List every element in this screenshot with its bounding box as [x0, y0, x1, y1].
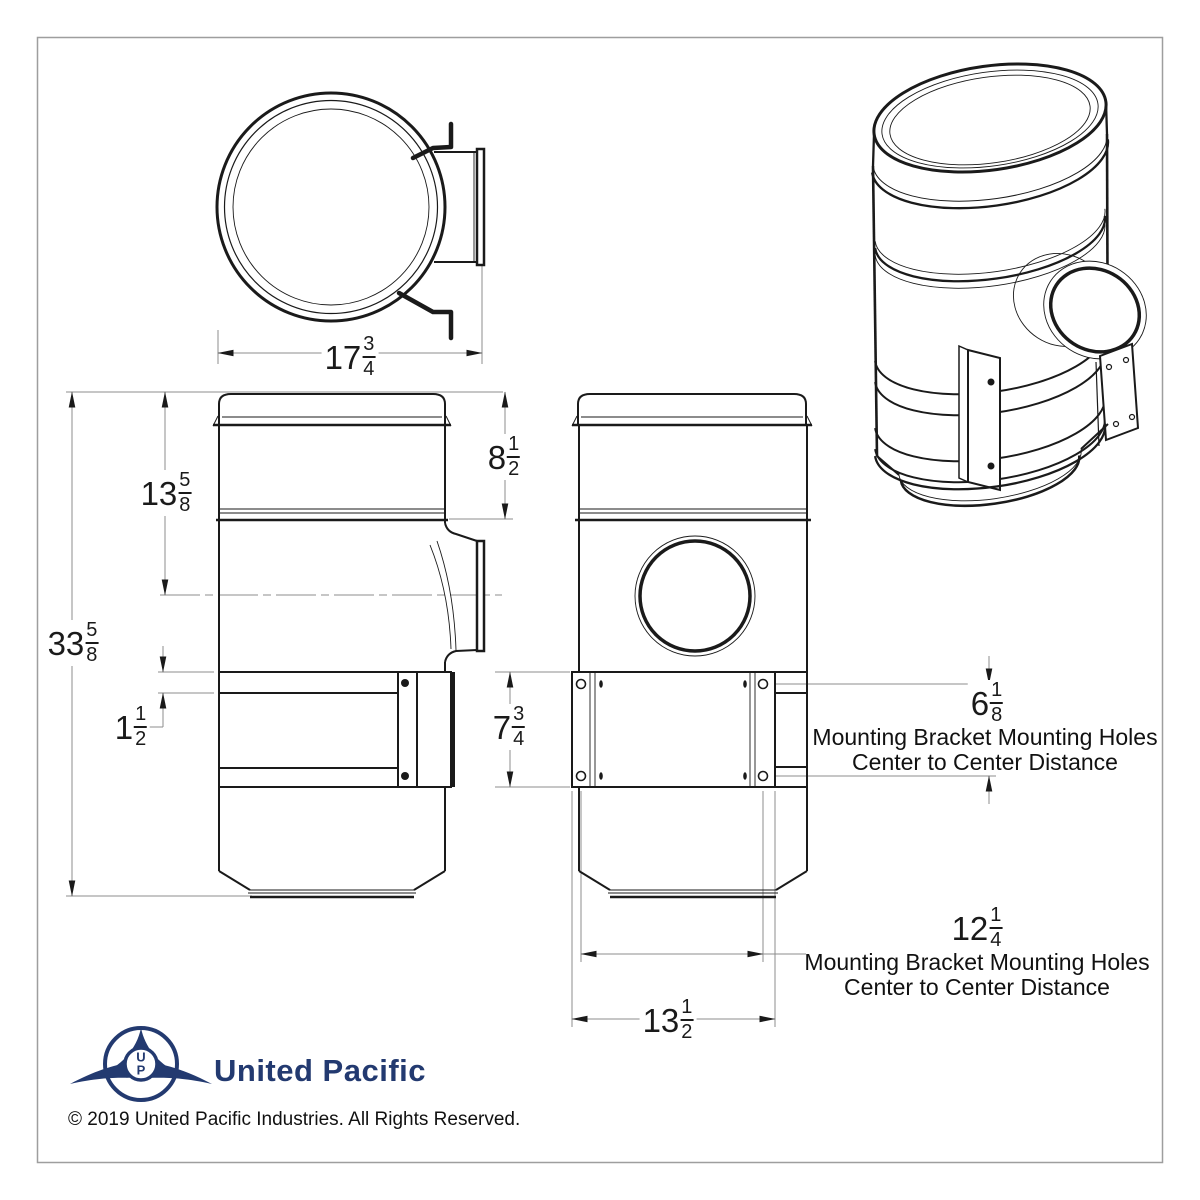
- top-view: [215, 91, 486, 341]
- annotation-holes-horizontal-cc: Mounting Bracket Mounting Holes Center t…: [804, 950, 1149, 1000]
- logo-monogram-u: U: [136, 1049, 146, 1065]
- annotation-holes-vertical-cc: Mounting Bracket Mounting Holes Center t…: [812, 725, 1157, 775]
- annotation-line: Center to Center Distance: [844, 974, 1110, 1000]
- company-name: United Pacific: [214, 1053, 426, 1088]
- logo-monogram-p: P: [136, 1062, 146, 1078]
- front-view: [571, 393, 813, 899]
- annotation-line: Center to Center Distance: [852, 749, 1118, 775]
- side-view: [212, 393, 486, 899]
- annotation-line: Mounting Bracket Mounting Holes: [804, 949, 1150, 975]
- copyright-text: © 2019 United Pacific Industries. All Ri…: [68, 1109, 521, 1130]
- isometric-view: [871, 62, 1147, 508]
- bottom-mount-hook: [396, 290, 454, 341]
- page-border: [36, 36, 1164, 1164]
- top-mount-hook: [410, 121, 454, 161]
- dimension-lines: [66, 266, 996, 1027]
- annotation-line: Mounting Bracket Mounting Holes: [812, 724, 1158, 750]
- united-pacific-logo-icon: [70, 1026, 212, 1102]
